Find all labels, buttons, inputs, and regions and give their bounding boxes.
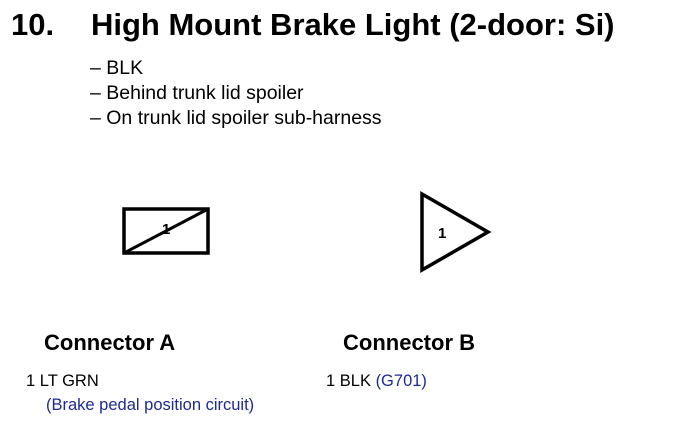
- connector-a-outline: [122, 207, 210, 255]
- detail-location: – Behind trunk lid spoiler: [90, 82, 304, 104]
- detail-color: – BLK: [90, 57, 144, 79]
- connector-a-pin-label: 1: [162, 221, 170, 238]
- heading-title: High Mount Brake Light (2-door: Si): [91, 7, 615, 42]
- connector-a-pin-number: 1: [26, 372, 36, 390]
- connector-b-symbol: 1: [420, 190, 492, 274]
- component-details: – BLK – Behind trunk lid spoiler – On tr…: [90, 56, 382, 131]
- connector-b-pin-row: 1 BLK (G701): [326, 370, 427, 392]
- detail-harness: – On trunk lid spoiler sub-harness: [90, 107, 382, 129]
- connector-a-wire-color: LT GRN: [39, 372, 99, 390]
- connector-b-ground-link[interactable]: (G701): [375, 372, 427, 390]
- connector-b-pin-label: 1: [438, 225, 446, 242]
- connector-b-title: Connector B: [343, 330, 475, 355]
- connector-b-outline: [420, 190, 492, 274]
- connector-a-pin-row: 1 LT GRN: [26, 370, 99, 392]
- connector-b-wire-color: BLK: [339, 372, 371, 390]
- connector-a-diagonal: [123, 207, 209, 255]
- page-heading: 10. High Mount Brake Light (2-door: Si): [11, 5, 615, 45]
- connector-b-pin-number: 1: [326, 372, 336, 390]
- connector-a-title: Connector A: [44, 330, 176, 355]
- connector-a-symbol: 1: [122, 207, 210, 255]
- heading-number: 10.: [11, 7, 55, 42]
- connector-a-pin-description: (Brake pedal position circuit): [46, 396, 255, 414]
